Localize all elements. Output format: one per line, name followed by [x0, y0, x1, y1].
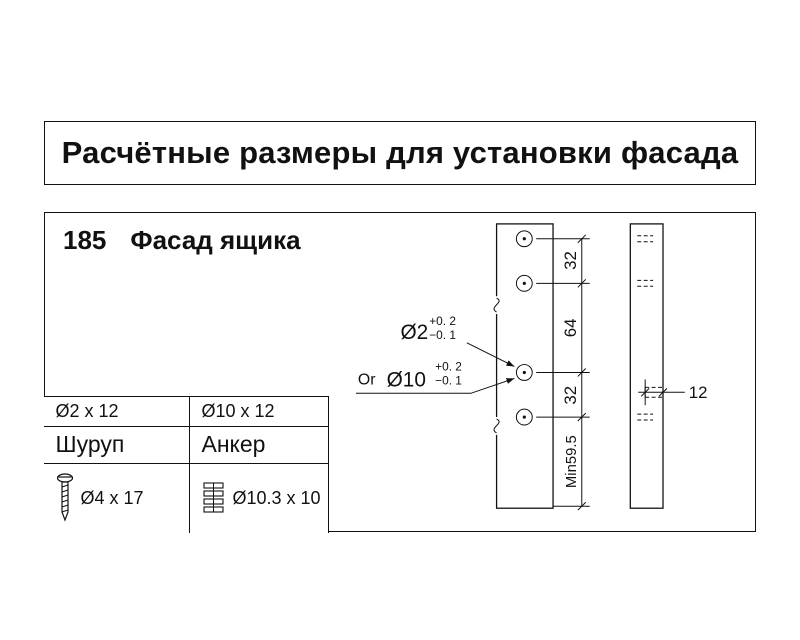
drill-hole [515, 230, 533, 248]
depth-dimension: 12 [638, 379, 708, 406]
dim-depth: 12 [689, 383, 708, 402]
title-box: Расчётные размеры для установки фасада [44, 121, 756, 185]
front-panel [493, 223, 554, 509]
screw-icon [56, 473, 74, 523]
callout-d10-upper-tol: +0. 2 [435, 360, 462, 374]
break-mark-icon [493, 297, 500, 313]
callout-d10: Ø10 [387, 368, 426, 391]
callout-d2-upper-tol: +0. 2 [429, 314, 456, 328]
table-cell-fastener-screw: Ø4 x 17 [43, 462, 189, 533]
leader-line [466, 342, 515, 367]
dim-32-bottom: 32 [561, 386, 580, 405]
technical-drawing: 32 64 32 Min59.5 Ø2 +0. 2 −0. 1 Or Ø10 +… [355, 223, 708, 511]
drill-hole [515, 274, 533, 292]
dim-64: 64 [561, 319, 580, 338]
drill-hole [515, 408, 533, 426]
anchor-icon [202, 481, 226, 515]
part-name: Фасад ящика [130, 225, 301, 255]
table-cell-fastener-anchor: Ø10.3 x 10 [188, 462, 329, 533]
dimension-chain: 32 64 32 Min59.5 [536, 234, 590, 511]
drawing-panel: 185 Фасад ящика [43, 212, 756, 533]
callout-or: Or [358, 371, 376, 388]
callout-d2: Ø2 [400, 321, 428, 344]
side-panel [629, 223, 664, 509]
dim-min-height: Min59.5 [564, 435, 580, 488]
table-cell-type-anchor: Анкер [188, 425, 329, 463]
hole-callout: Ø2 +0. 2 −0. 1 Or Ø10 +0. 2 −0. 1 [355, 314, 515, 394]
break-mark-icon [493, 418, 500, 434]
spec-table: Ø2 x 12 Ø10 x 12 Шуруп Анкер [43, 395, 329, 533]
table-cell-size-screw: Ø2 x 12 [43, 395, 189, 426]
dim-32-top: 32 [561, 251, 580, 270]
drill-hole [515, 364, 533, 381]
part-number: 185 [63, 225, 107, 255]
callout-d2-lower-tol: −0. 1 [429, 328, 456, 342]
page-title: Расчётные размеры для установки фасада [61, 135, 739, 170]
leader-line [355, 377, 515, 394]
table-cell-size-anchor: Ø10 x 12 [188, 395, 329, 426]
table-cell-type-screw: Шуруп [43, 425, 189, 463]
part-label: 185 Фасад ящика [63, 225, 301, 256]
callout-d10-lower-tol: −0. 1 [435, 373, 462, 387]
